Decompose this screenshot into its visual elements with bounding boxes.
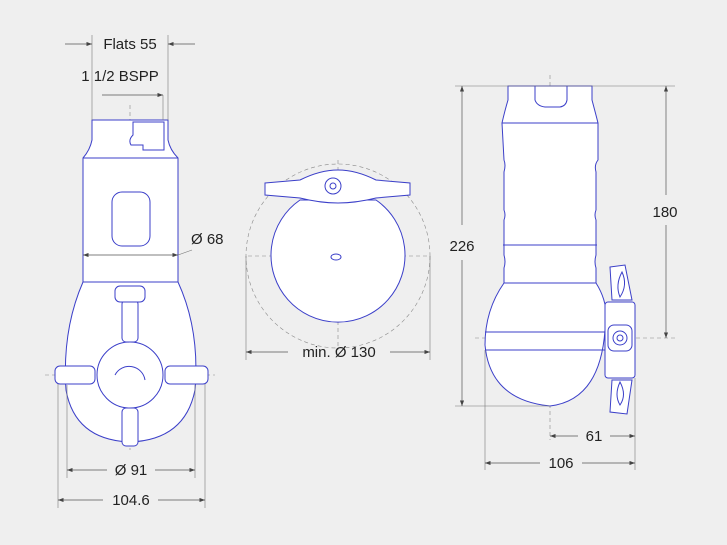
overall-width-label: 104.6 [112, 492, 150, 509]
min-diameter-label: min. Ø 130 [302, 344, 375, 361]
front-window [111, 191, 151, 247]
body-diameter-label: Ø 68 [191, 231, 224, 248]
front-view: Flats 55 1 1/2 BSPP Ø 68 Ø 91 104.6 [45, 35, 224, 509]
clamp-diameter-label: Ø 91 [115, 462, 148, 479]
side-view: 226 180 61 106 [449, 75, 678, 472]
side-body [484, 85, 607, 407]
flats-label: Flats 55 [103, 36, 156, 53]
top-view: min. Ø 130 [245, 160, 431, 361]
height-to-clamp-label: 180 [652, 204, 677, 221]
clamp-offset-label: 61 [586, 428, 603, 445]
overall-depth-label: 106 [548, 455, 573, 472]
thread-label: 1 1/2 BSPP [81, 68, 159, 85]
top-body-circle [270, 199, 406, 323]
overall-height-label: 226 [449, 238, 474, 255]
